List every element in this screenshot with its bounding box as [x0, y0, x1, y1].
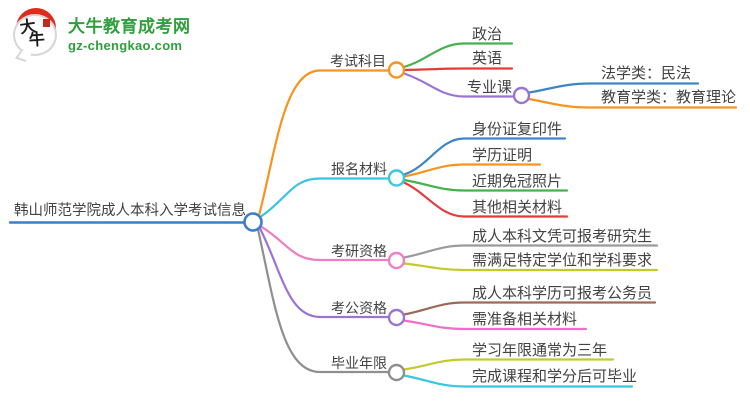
edge-education-theory	[527, 97, 738, 109]
logo-domain-name: gz-chengkao.com	[68, 37, 183, 53]
node-postgrad-diploma: 成人本科文凭可报考研究生	[472, 228, 653, 245]
node-circle-graduation-years	[387, 363, 406, 382]
edge-postgrad-eligibility	[259, 225, 390, 262]
logo-bull-icon: 大 牛	[10, 6, 60, 63]
edge-other-materials	[402, 181, 569, 218]
edge-civil-service-diploma	[402, 301, 657, 316]
edge-politics	[402, 42, 514, 69]
node-politics: 政治	[472, 26, 503, 43]
node-graduation-years: 毕业年限	[331, 355, 387, 371]
edge-recent-photo	[402, 178, 569, 192]
edge-graduation-years	[256, 228, 390, 374]
edge-exam-subjects	[257, 69, 390, 217]
edge-major-course	[402, 72, 515, 98]
node-study-period: 学习年限通常为三年	[472, 342, 608, 359]
node-recent-photo: 近期免冠照片	[472, 173, 563, 190]
node-circle-exam-subjects	[387, 61, 406, 79]
node-circle-civil-service-eligibility	[387, 308, 406, 327]
edge-english	[402, 67, 514, 72]
edge-registration-materials	[259, 177, 390, 218]
node-postgrad-eligibility: 考研资格	[331, 243, 387, 259]
node-law-civil-law: 法学类：民法	[601, 65, 692, 82]
node-root-title: 韩山师范学院成人本科入学考试信息	[14, 203, 246, 219]
logo-seal-icon	[43, 19, 50, 27]
edge-graduate-after-credits	[402, 374, 634, 388]
edge-law-civil-law	[527, 82, 700, 94]
node-id-card-copy: 身份证复印件	[472, 121, 563, 138]
edge-civil-service-materials	[402, 319, 588, 331]
node-circle-postgrad-eligibility	[387, 251, 406, 270]
node-education-theory: 教育学类：教育理论	[601, 89, 737, 106]
node-registration-materials: 报名材料	[331, 161, 387, 177]
node-other-materials: 其他相关材料	[472, 199, 563, 216]
logo-text: 大牛教育成考网 gz-chengkao.com	[68, 12, 191, 53]
logo-brand-name: 大牛教育成考网	[68, 16, 191, 36]
node-major-course: 专业课	[467, 79, 513, 96]
node-circle-registration-materials	[387, 169, 406, 187]
node-civil-service-diploma: 成人本科学历可报考公务员	[472, 285, 653, 302]
edge-id-card-copy	[402, 137, 567, 176]
edge-civil-service-eligibility	[258, 227, 390, 319]
node-postgrad-requirements: 需满足特定学位和学科要求	[472, 252, 653, 269]
node-education-certificate: 学历证明	[472, 147, 533, 164]
edge-postgrad-diploma	[402, 244, 659, 259]
node-graduate-after-credits: 完成课程和学分后可毕业	[472, 368, 638, 385]
node-civil-service-eligibility: 考公资格	[331, 300, 387, 316]
edge-postgrad-requirements	[402, 262, 659, 272]
node-english: 英语	[472, 50, 503, 67]
node-civil-service-materials: 需准备相关材料	[472, 311, 578, 328]
node-exam-subjects: 考试科目	[330, 53, 386, 69]
site-logo: 大 牛 大牛教育成考网 gz-chengkao.com	[10, 6, 191, 63]
node-circle-major-course	[512, 86, 531, 105]
edge-study-period	[402, 358, 615, 371]
edge-education-certificate	[402, 163, 542, 178]
node-circle-root	[243, 212, 263, 232]
